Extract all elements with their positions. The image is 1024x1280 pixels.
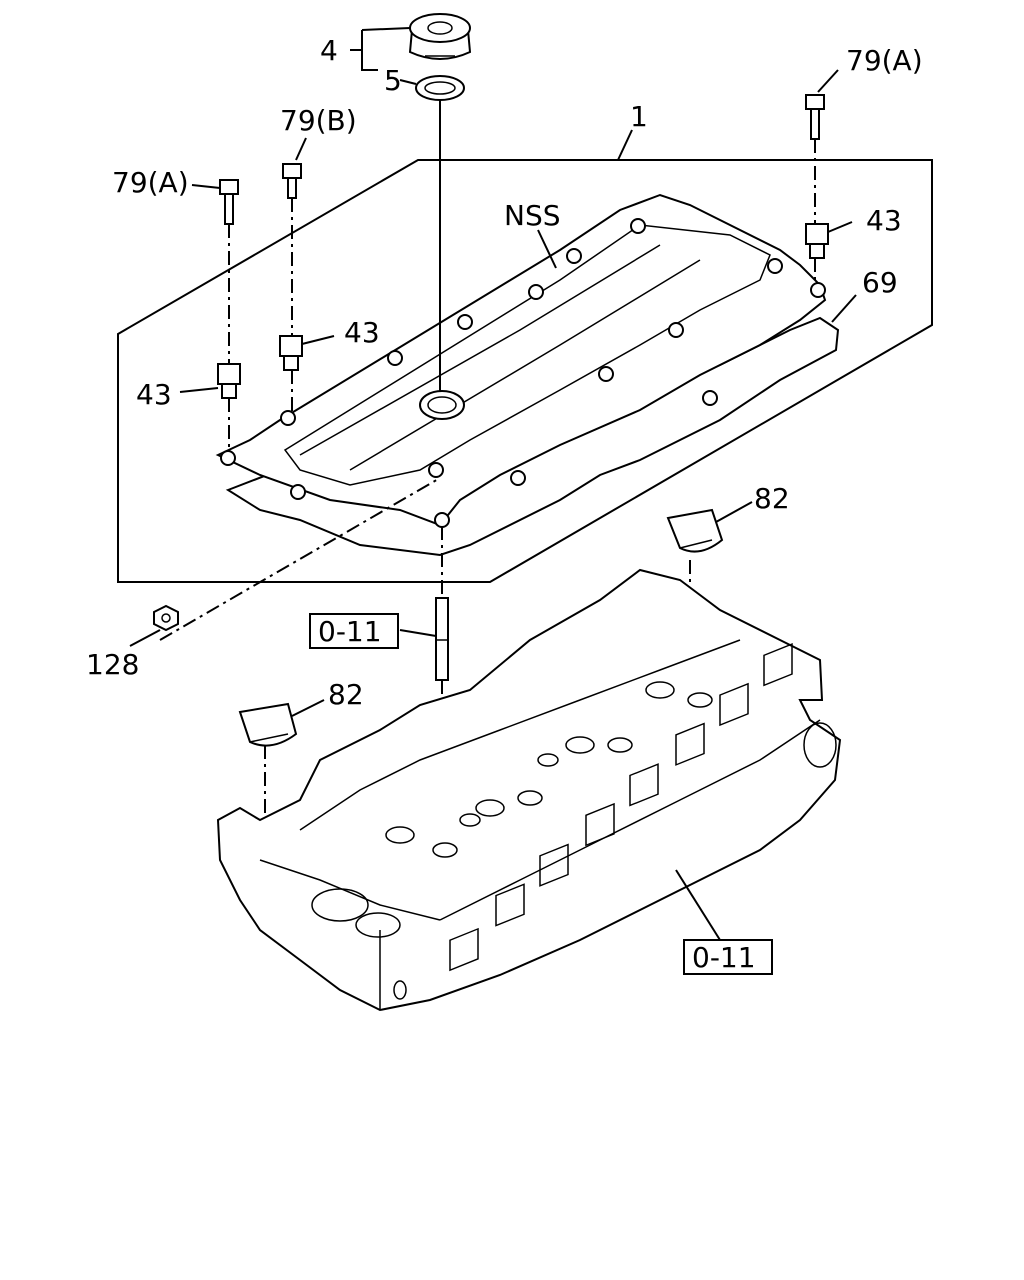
- ref-stud-text: 0-11: [318, 615, 382, 648]
- stud-bolt: [435, 597, 449, 681]
- cover-bolt-holes: [220, 218, 826, 528]
- oil-filler-cap: [408, 13, 472, 60]
- nut-128: [153, 604, 179, 632]
- ref-head-text: 0-11: [692, 941, 756, 974]
- wedge-82-left: [238, 702, 298, 747]
- label-washer-mid: 43: [344, 316, 380, 349]
- bolt-79a-right: [805, 94, 825, 140]
- valve-cover-ridge-2: [299, 244, 661, 456]
- label-cap: 4: [320, 34, 338, 67]
- ref-box-head: [683, 939, 773, 975]
- bolt-79b: [282, 163, 302, 199]
- label-bolt-79a-right: 79(A): [846, 44, 923, 77]
- label-bolt-79a-left: 79(A): [112, 166, 189, 199]
- cylinder-head-side-ports: [449, 642, 793, 972]
- label-washer-right: 43: [866, 204, 902, 237]
- label-wedge-left: 82: [328, 678, 364, 711]
- grommet-43-right: [805, 223, 829, 259]
- label-nut: 128: [86, 648, 139, 681]
- ref-box-stud: [309, 613, 399, 649]
- label-nss: NSS: [504, 199, 561, 232]
- label-cover-assy: 1: [630, 100, 648, 133]
- oil-filler-port: [419, 390, 465, 420]
- cylinder-head-ports: [311, 681, 837, 1000]
- label-gasket: 69: [862, 266, 898, 299]
- wedge-82-right: [666, 508, 724, 553]
- cylinder-head: [216, 568, 842, 1012]
- label-wedge-right: 82: [754, 482, 790, 515]
- grommet-43-mid: [279, 335, 303, 371]
- label-washer-left: 43: [136, 378, 172, 411]
- label-bolt-79b: 79(B): [280, 104, 357, 137]
- cap-bracket: [350, 27, 411, 71]
- valve-cover-ridge: [349, 259, 701, 471]
- assembly-boundary: [117, 159, 933, 583]
- label-cap-seal: 5: [384, 64, 402, 97]
- bolt-79a-left: [219, 179, 239, 225]
- cap-seal-ring: [415, 75, 465, 101]
- grommet-43-left: [217, 363, 241, 399]
- valve-cover: [215, 193, 827, 527]
- leader-lines: [129, 69, 857, 941]
